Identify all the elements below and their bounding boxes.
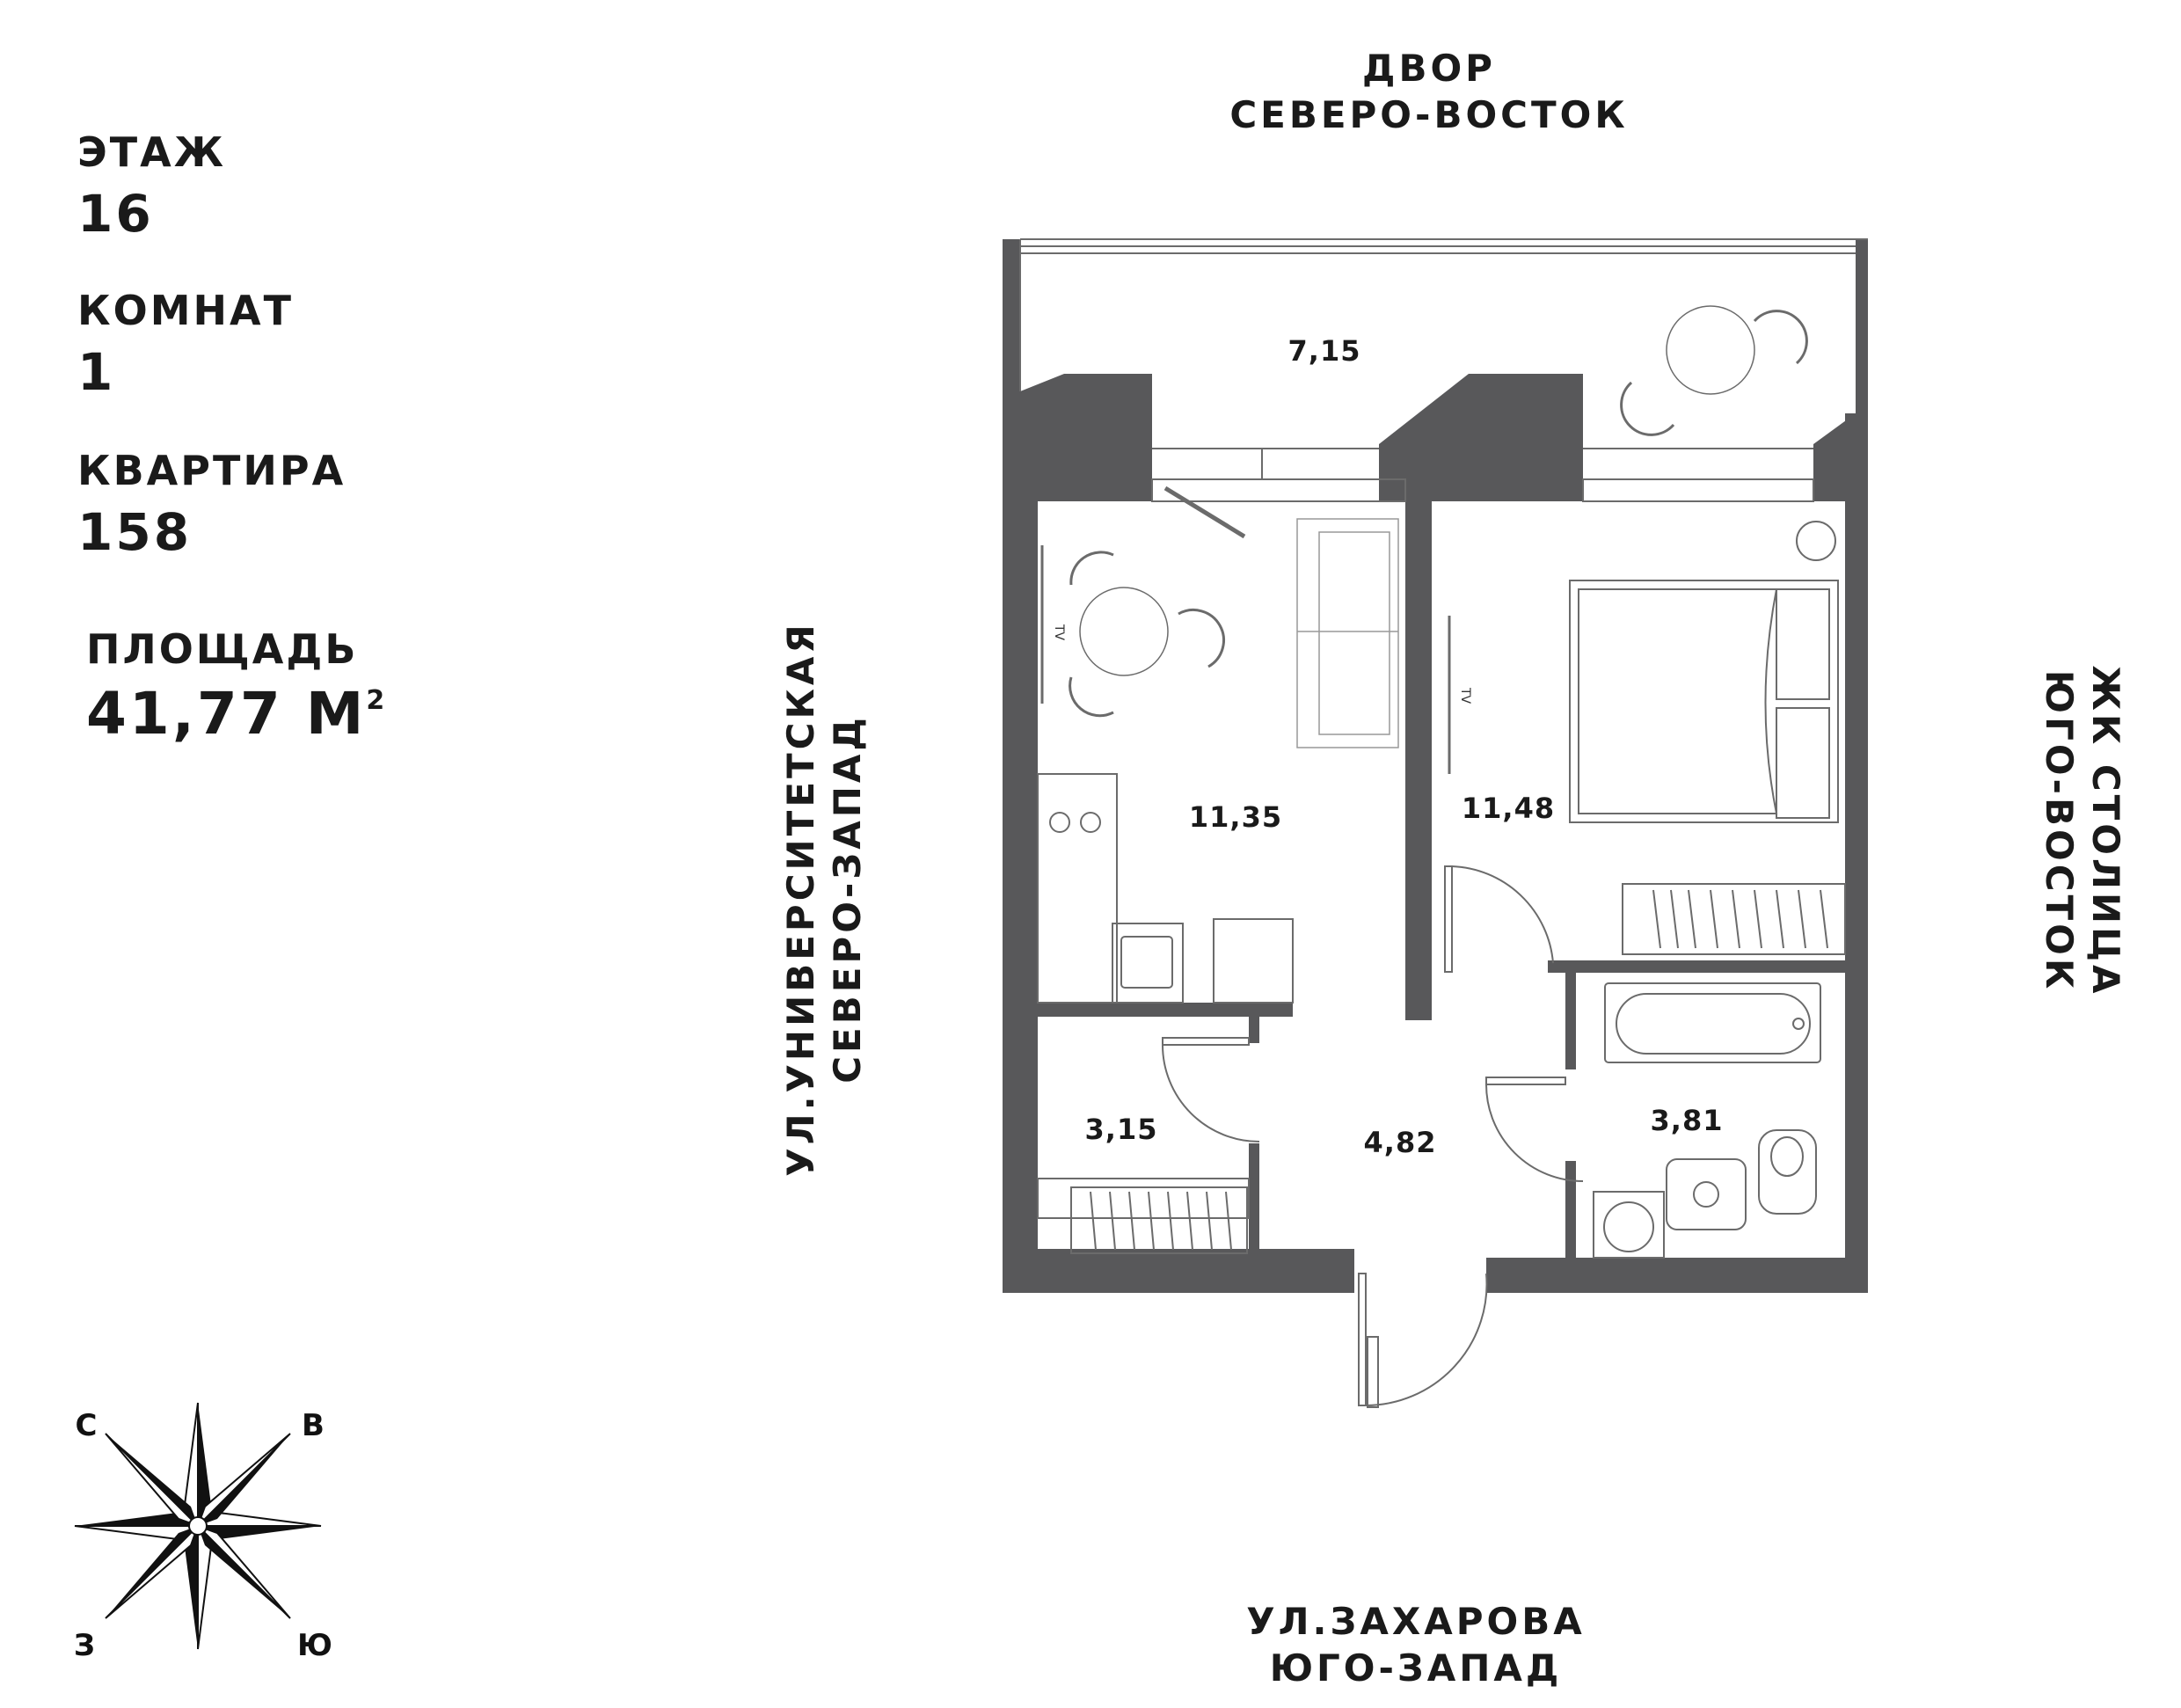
wall-storage-east — [1249, 1143, 1259, 1258]
area-balcony: 7,15 — [1288, 334, 1361, 368]
wall-east-balcony — [1856, 239, 1868, 415]
area-number: 41,77 М — [86, 680, 367, 748]
balcony-table-set — [1620, 305, 1808, 436]
balcony-railing — [1019, 238, 1868, 479]
wall-south-right — [1486, 1258, 1868, 1293]
toilet — [1758, 1129, 1817, 1215]
area-bedroom: 11,48 — [1462, 792, 1555, 825]
windows — [1151, 478, 1814, 502]
storage-wardrobe — [1037, 1178, 1250, 1254]
wall-east — [1845, 413, 1868, 1293]
compass-rose — [74, 1402, 322, 1650]
bathtub — [1604, 982, 1821, 1063]
orientation-bottom-line2: ЮГО-ЗАПАД — [1269, 1646, 1563, 1690]
walls — [1003, 239, 1868, 1293]
rooms-value: 1 — [77, 342, 116, 402]
area-hall: 4,82 — [1364, 1126, 1437, 1159]
bed — [1569, 580, 1839, 823]
kitchen-unit — [1037, 773, 1294, 1004]
wall-kitchen-south — [1038, 1003, 1293, 1017]
floor-label: ЭТАЖ — [77, 128, 227, 176]
pillar-east — [1813, 413, 1856, 501]
wall-partition — [1405, 501, 1432, 1020]
pillar-west — [1020, 374, 1152, 501]
compass-west: З — [74, 1628, 95, 1663]
area-storage: 3,15 — [1085, 1113, 1158, 1146]
dining-set — [1040, 545, 1225, 718]
wall-south-left — [1003, 1249, 1354, 1293]
rooms-label: КОМНАТ — [77, 287, 294, 334]
apartment-info: ЭТАЖ 16 — [77, 132, 226, 239]
area-value: 41,77 М2 — [86, 685, 387, 743]
wall-bedroom-south — [1548, 960, 1845, 973]
area-unit-sup: 2 — [366, 685, 388, 716]
area-kitchen-living: 11,35 — [1189, 800, 1282, 834]
apartment-value: 158 — [77, 502, 193, 562]
compass-north: С — [76, 1408, 98, 1443]
washbasin — [1666, 1158, 1747, 1230]
sofa — [1296, 518, 1399, 748]
orientation-top-line2: СЕВЕРО-ВОСТОК — [1229, 92, 1629, 136]
bedroom-wardrobe — [1622, 883, 1846, 955]
pillar-middle — [1379, 374, 1583, 501]
area-bathroom: 3,81 — [1651, 1104, 1724, 1137]
area-label: ПЛОЩАДЬ — [86, 625, 359, 673]
floor-value: 16 — [77, 184, 154, 244]
tv-kitchen-label: TV — [1052, 624, 1066, 641]
compass-south: Ю — [297, 1628, 332, 1663]
apartment-number-info: КВАРТИРА 158 — [77, 450, 346, 558]
tv-bedroom-label: TV — [1458, 687, 1472, 704]
nightstand-lamp — [1796, 521, 1836, 561]
orientation-top-line1: ДВОР — [1362, 47, 1496, 90]
doors — [1162, 485, 1584, 1408]
area-info: ПЛОЩАДЬ 41,77 М2 — [86, 629, 387, 743]
compass-east: В — [302, 1408, 325, 1443]
wall-storage-east-top — [1249, 1017, 1259, 1043]
orientation-bottom-line1: УЛ.ЗАХАРОВА — [1246, 1600, 1586, 1643]
wall-bath-west-bottom — [1565, 1161, 1576, 1258]
wall-west-inner — [1003, 391, 1038, 1293]
apartment-label: КВАРТИРА — [77, 447, 346, 494]
wall-bath-west-top — [1565, 973, 1576, 1069]
rooms-info: КОМНАТ 1 — [77, 290, 294, 398]
washing-machine — [1593, 1191, 1665, 1259]
orientation-bottom: УЛ.ЗАХАРОВА ЮГО-ЗАПАД — [1130, 1599, 1702, 1691]
orientation-top: ДВОР СЕВЕРО-ВОСТОК — [1143, 46, 1715, 138]
